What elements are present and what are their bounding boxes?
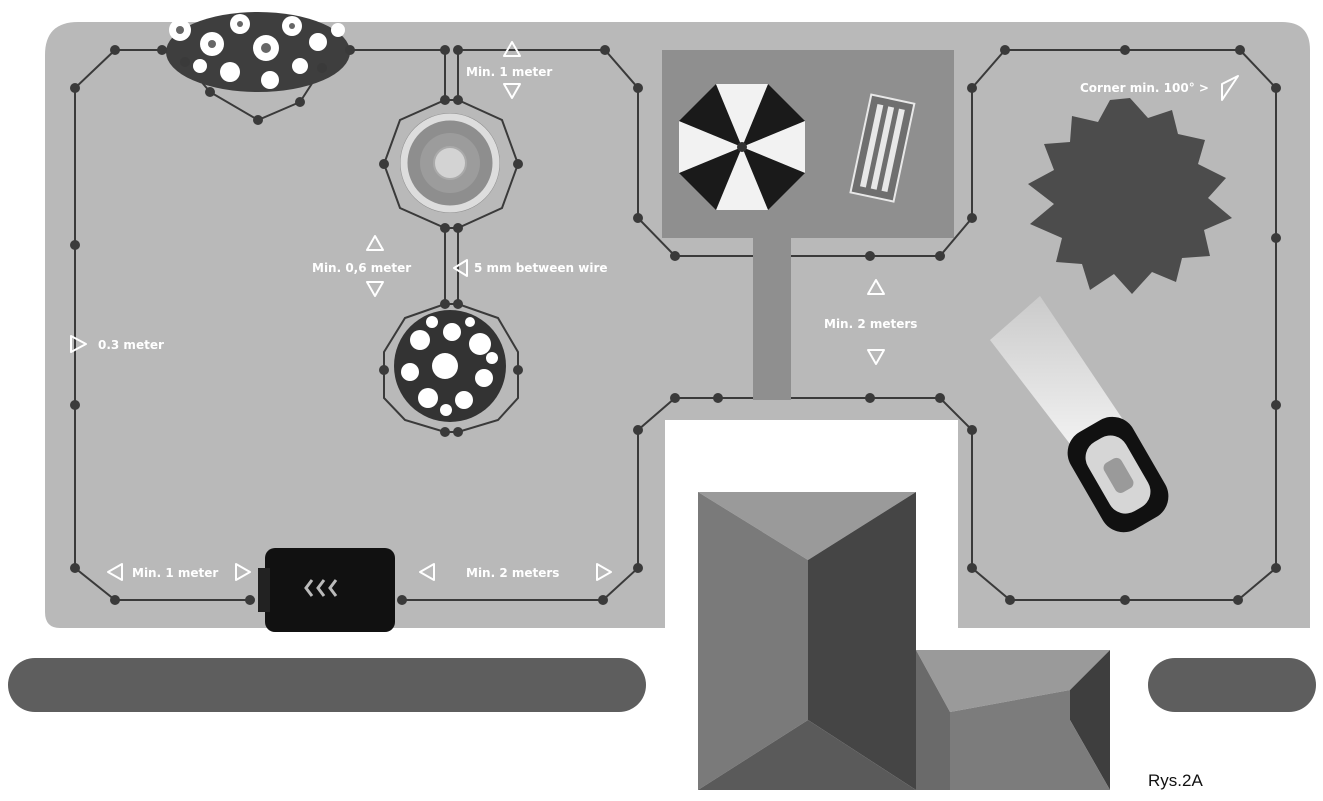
mower-moving — [1067, 416, 1169, 533]
label-min-2-meters-right: Min. 2 meters — [824, 317, 917, 331]
label-corner-min: Corner min. 100° > — [1080, 81, 1209, 95]
mower-charging — [258, 548, 395, 632]
lawn-area — [45, 22, 1310, 628]
parasol — [679, 84, 805, 210]
hedge-right — [1148, 658, 1316, 712]
house — [698, 492, 1110, 790]
label-min-1-meter-bottom: Min. 1 meter — [132, 566, 218, 580]
flower-bed-flowers — [401, 316, 498, 416]
label-min-1-meter-top: Min. 1 meter — [466, 65, 552, 79]
tree — [1028, 98, 1232, 294]
label-min-2-meters-bottom: Min. 2 meters — [466, 566, 559, 580]
figure-caption: Rys.2A — [1148, 771, 1203, 790]
measurement-markers — [70, 41, 1239, 581]
flower-bush — [166, 12, 350, 92]
wire-pegs — [70, 45, 1281, 605]
label-0-3-meter: 0.3 meter — [98, 338, 164, 352]
garden-path — [753, 236, 791, 400]
sun-lounger — [849, 93, 916, 203]
boundary-wire-center — [458, 49, 753, 257]
label-min-06-meter: Min. 0,6 meter — [312, 261, 411, 275]
label-5mm-between-wire: 5 mm between wire — [474, 261, 608, 275]
boundary-wire-right — [791, 49, 1277, 601]
hedge-left — [8, 658, 646, 712]
boundary-wire-bottom-mid — [402, 397, 753, 601]
